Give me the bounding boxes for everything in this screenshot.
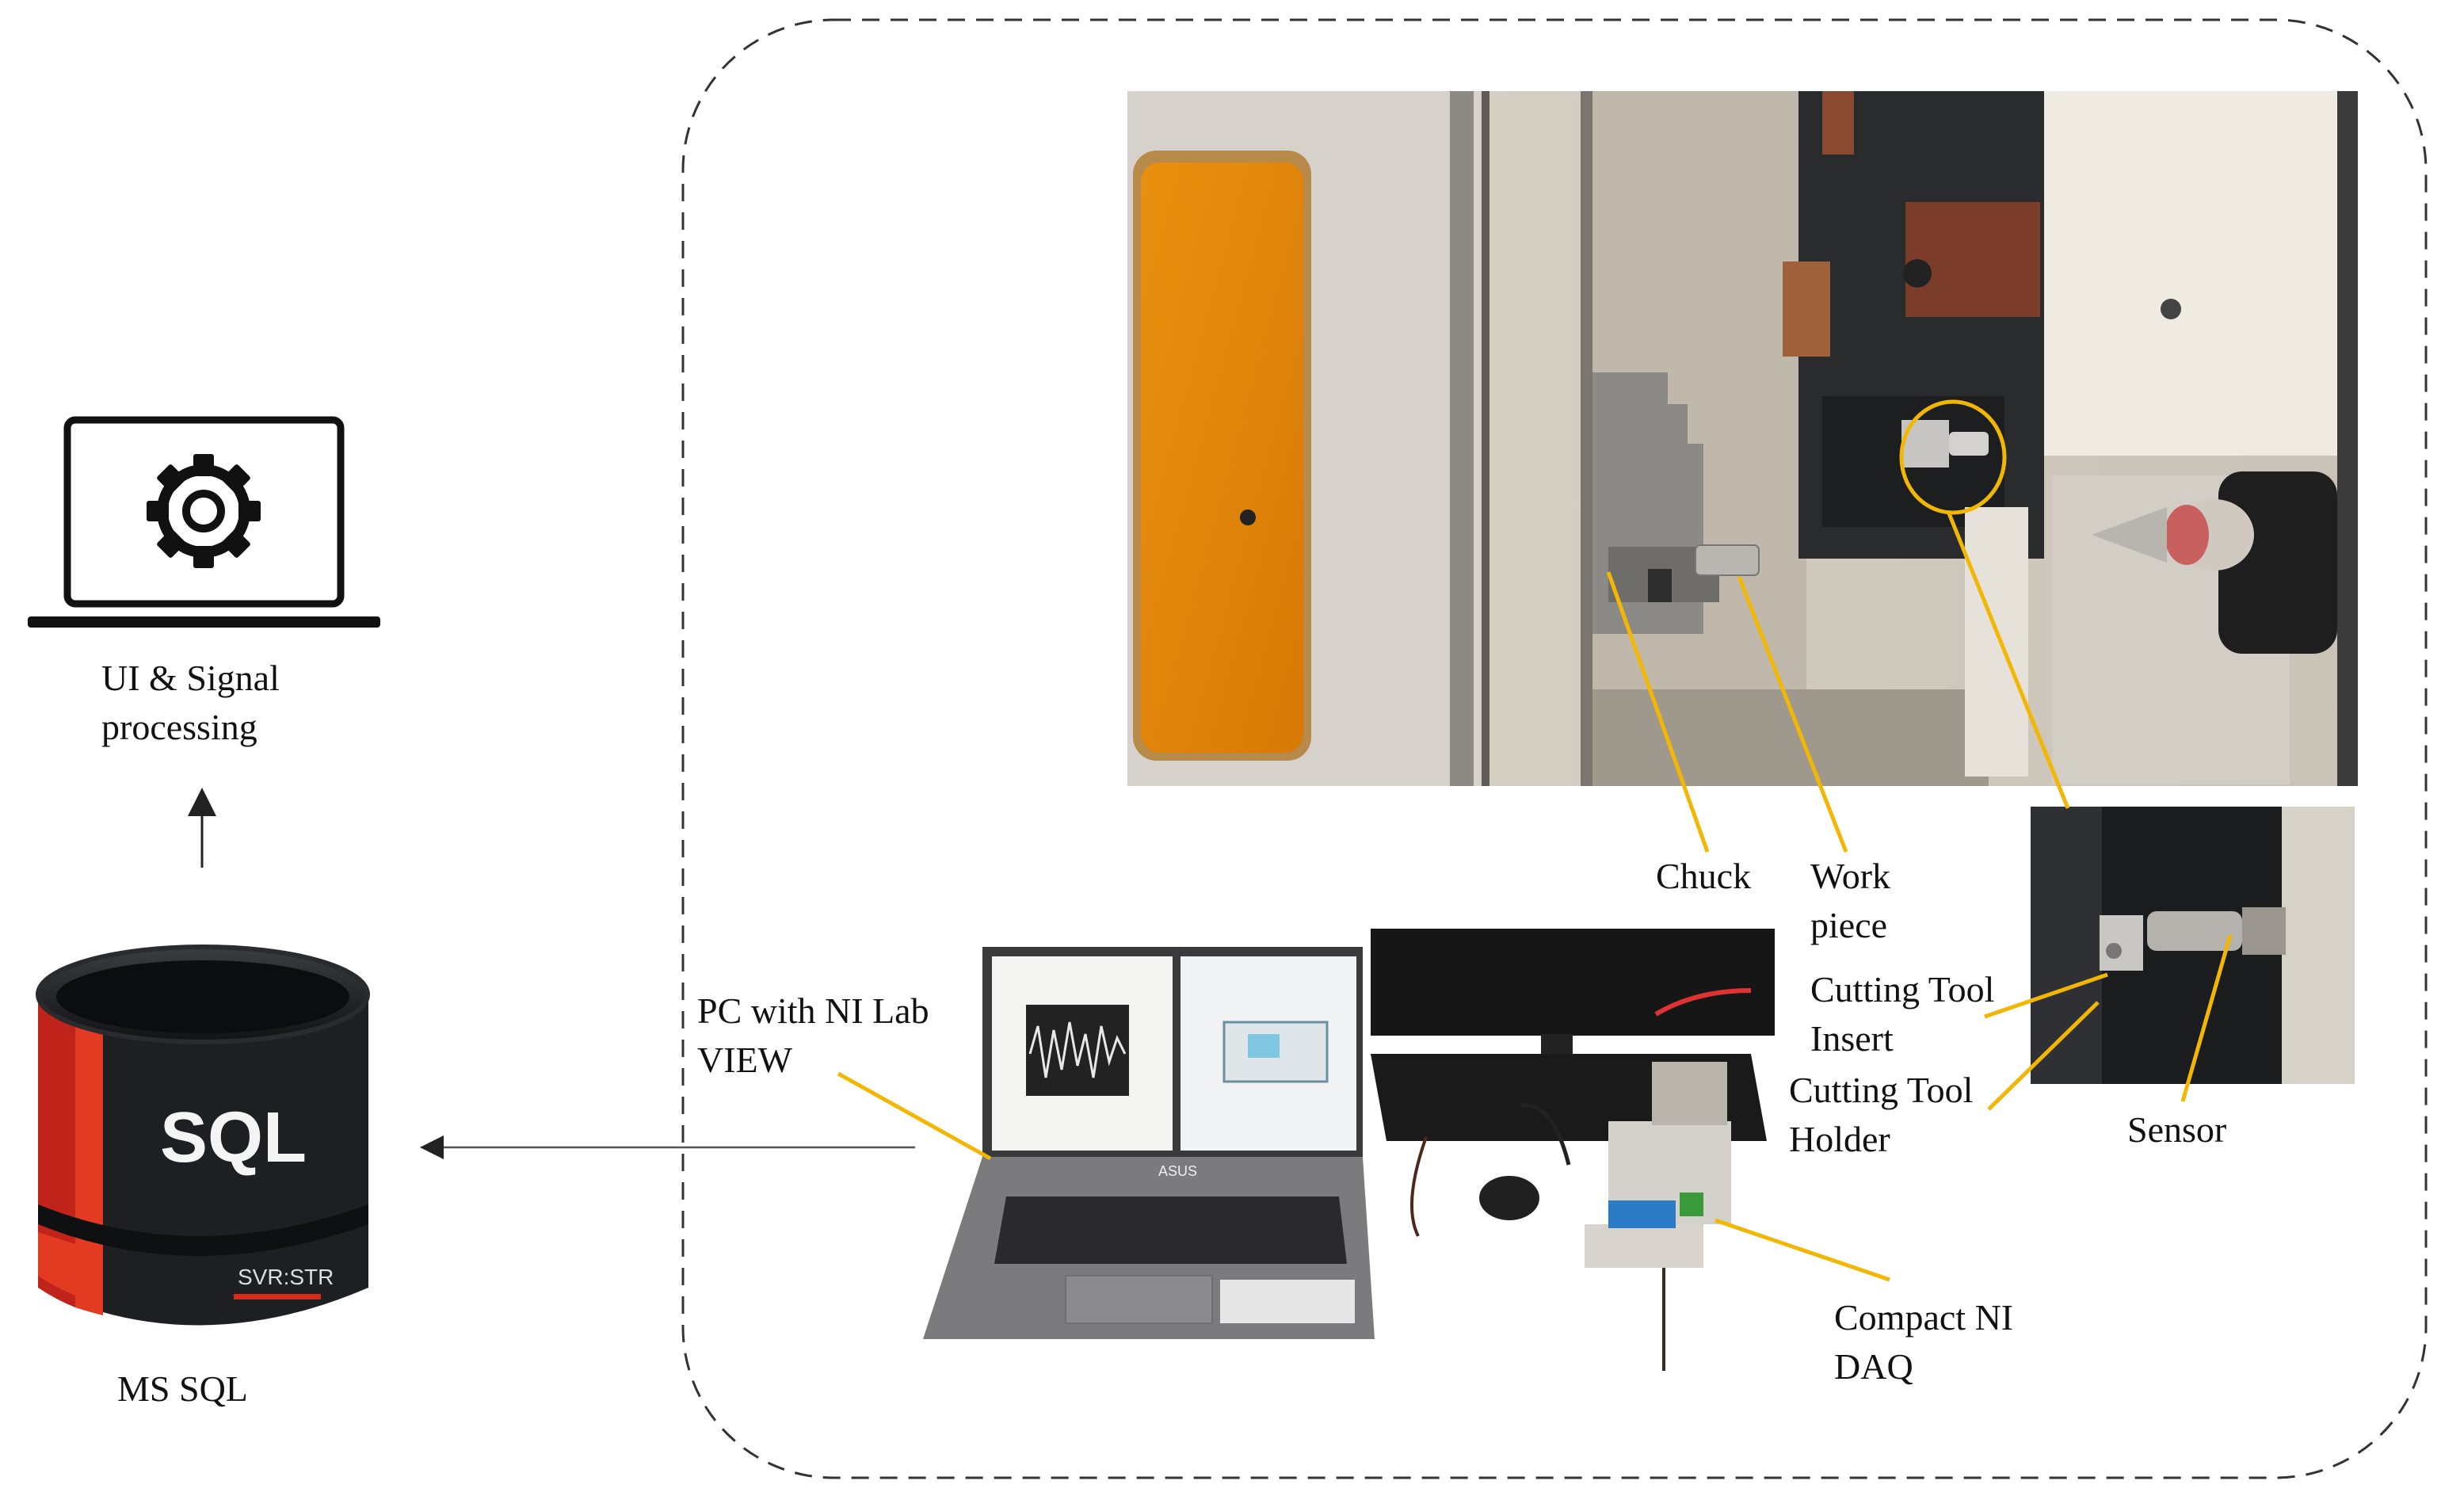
lathe-photo bbox=[1127, 91, 2358, 786]
sensor-detail-photo bbox=[2031, 807, 2355, 1084]
callout-lines bbox=[837, 513, 2233, 1282]
workpiece-label: Work piece bbox=[1810, 856, 1891, 945]
cutting-tool-insert-label: Cutting Tool Insert bbox=[1810, 969, 1995, 1059]
sensor-label: Sensor bbox=[2127, 1109, 2227, 1150]
pc-labview-label: PC with NI Lab VIEW bbox=[697, 990, 929, 1080]
chuck-callout-line bbox=[1606, 571, 1710, 853]
insert-callout-line bbox=[1984, 972, 2108, 1019]
ui-signal-processing-label: UI & Signal processing bbox=[101, 658, 280, 747]
workpiece-callout-line bbox=[1737, 576, 1848, 853]
holder-callout-line bbox=[1987, 1001, 2100, 1111]
laptop-brand-text: ASUS bbox=[1158, 1163, 1198, 1179]
sensor-highlight-circle bbox=[1899, 399, 2007, 515]
sensor-inset-callout-line bbox=[1947, 513, 2070, 809]
database-cylinder-icon bbox=[36, 945, 370, 1326]
db-badge-text: SVR:STR bbox=[238, 1265, 334, 1289]
cutting-tool-holder-label: Cutting Tool Holder bbox=[1789, 1070, 1974, 1159]
sensor-callout-line bbox=[2180, 934, 2233, 1102]
db-logo-text: SQL bbox=[160, 1098, 307, 1177]
chuck-label: Chuck bbox=[1656, 856, 1752, 896]
laptop-gear-icon bbox=[28, 416, 380, 628]
daq-callout-line bbox=[1715, 1218, 1890, 1282]
compact-ni-daq-label: Compact NI DAQ bbox=[1834, 1297, 2014, 1387]
enclosure-dashed-border bbox=[681, 18, 2428, 1479]
bench-setup-photo bbox=[923, 929, 1775, 1371]
pc-callout-line bbox=[837, 1071, 992, 1161]
ms-sql-label: MS SQL bbox=[117, 1368, 248, 1409]
